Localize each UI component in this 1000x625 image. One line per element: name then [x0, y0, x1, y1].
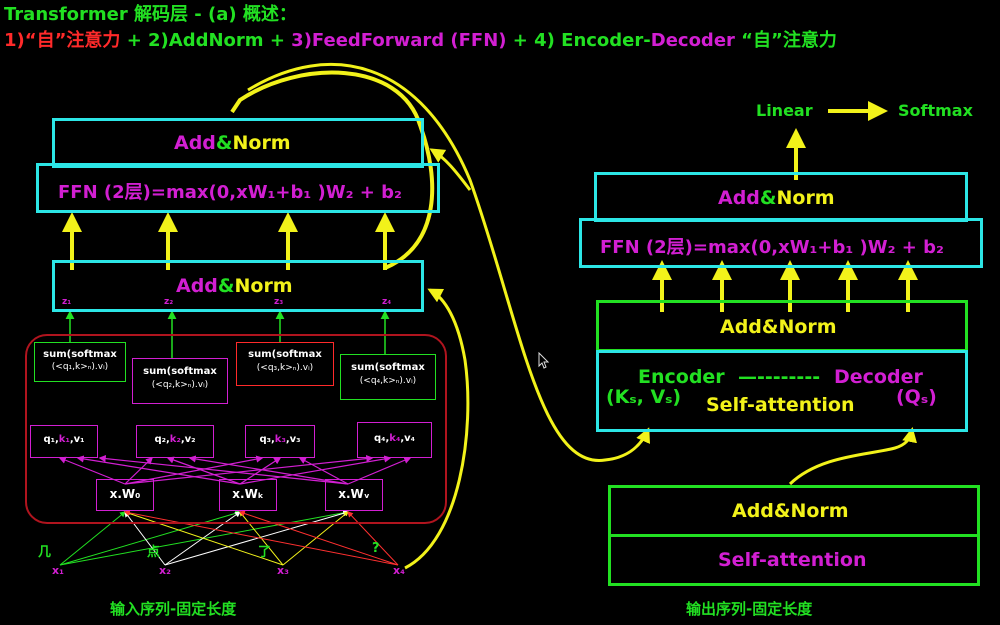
z-label: z₃ — [274, 297, 284, 307]
encoder-label: Encoder — [638, 366, 725, 388]
subtitle-part: + 4) Encoder- — [506, 30, 651, 51]
token-x: x₁ — [52, 564, 64, 577]
weight-box-k: x.Wₖ — [219, 479, 277, 511]
v-text: v₄ — [404, 433, 416, 444]
k-text: k₁ — [58, 434, 70, 445]
self-attention-container — [25, 334, 447, 524]
top-left-arrow-into-addnorm — [429, 148, 472, 191]
sum-box: sum(softmax (<q₃,k>ₙ).vᵢ) — [236, 342, 334, 386]
amp-text: & — [215, 132, 233, 154]
right-ffn-up-arrows — [652, 260, 918, 312]
v-text: v₂ — [184, 434, 196, 445]
qkv-weight-lines — [58, 455, 412, 485]
sum-line1: sum(softmax — [351, 362, 425, 373]
left-ffn-label: FFN (2层)=max(0,xW₁+b₁ )W₂ + b₂ — [58, 182, 402, 203]
norm-text: Norm — [776, 187, 835, 209]
left-mid-addnorm-label: Add&Norm — [176, 275, 293, 297]
k-text: k₃ — [274, 434, 286, 445]
k-text: k₂ — [169, 434, 181, 445]
encdec-self-attention-label: Self-attention — [706, 394, 855, 416]
k-text: k₄ — [389, 433, 401, 444]
v-text: v₁ — [73, 434, 85, 445]
right-top-addnorm-label: Add&Norm — [718, 187, 835, 209]
weight-label: x.Wₖ — [232, 487, 264, 501]
subtitle-part: + 2)AddNorm + — [120, 30, 292, 51]
right-mid-addnorm-label: Add&Norm — [720, 316, 837, 338]
token-weight-lines — [59, 509, 399, 566]
token-x: x₃ — [277, 564, 289, 577]
z-label: z₂ — [164, 297, 174, 307]
qs-label: (Qₛ) — [896, 386, 937, 408]
sum-line2: (<q₃,k>ₙ).vᵢ) — [256, 363, 314, 373]
add-text: Add — [718, 187, 760, 209]
qkv-box: q₁,k₁,v₁ — [30, 425, 98, 458]
z-label: z₁ — [62, 297, 72, 307]
mouse-cursor-icon — [538, 352, 550, 369]
z-label: z₄ — [382, 297, 392, 307]
v-text: v₃ — [289, 434, 301, 445]
sum-line2: (<q₂,k>ₙ).vᵢ) — [151, 380, 209, 390]
left-top-addnorm-box — [52, 118, 424, 168]
sum-line1: sum(softmax — [143, 366, 217, 377]
right-ffn-box — [579, 218, 983, 268]
amp-text: & — [217, 275, 235, 297]
token-x: x₂ — [159, 564, 171, 577]
encoder-output-curve — [247, 62, 650, 462]
self-attention-box — [608, 534, 980, 586]
ks-vs-label: (Kₛ, Vₛ) — [606, 386, 682, 408]
linear-label: Linear — [756, 101, 813, 120]
weight-label: x.Wᵥ — [338, 487, 370, 501]
sum-box: sum(softmax (<q₁,k>ₙ).vᵢ) — [34, 342, 126, 382]
q-text: q₁ — [43, 434, 55, 445]
weight-label: x.W₀ — [109, 487, 141, 501]
qkv-box: q₄,k₄,v₄ — [357, 422, 432, 458]
softmax-label: Softmax — [898, 101, 973, 120]
q-text: q₃ — [259, 434, 271, 445]
weight-box-v: x.Wᵥ — [325, 479, 383, 511]
sum-line2: (<q₄,k>ₙ).vᵢ) — [359, 376, 417, 386]
title-part: Transformer 解码层 - (a) 概述： — [4, 4, 297, 25]
right-ffn-label: FFN (2层)=max(0,xW₁+b₁ )W₂ + b₂ — [600, 237, 944, 258]
left-caption: 输入序列-固定长度 — [110, 600, 237, 618]
encoder-decoder-attention-box — [596, 350, 968, 432]
amp-text: & — [759, 187, 777, 209]
qkv-box: q₂,k₂,v₂ — [136, 425, 214, 458]
title-line: Transformer 解码层 - (a) 概述： — [4, 0, 297, 26]
q-text: q₂ — [154, 434, 166, 445]
sum-line1: sum(softmax — [43, 349, 117, 360]
token-char: 点 — [147, 545, 161, 560]
norm-text: Norm — [232, 132, 291, 154]
right-bottom-addnorm-label: Add&Norm — [732, 500, 849, 522]
left-mid-addnorm-box — [52, 260, 424, 312]
add-text: Add — [176, 275, 218, 297]
left-ffn-box — [36, 163, 440, 213]
decoder-query-curve — [788, 427, 917, 486]
token-x: x₄ — [393, 564, 405, 577]
left-top-addnorm-label: Add&Norm — [174, 132, 291, 154]
token-char: 几 — [38, 545, 52, 560]
subtitle-part: “自”注意力 — [734, 30, 837, 51]
sum-box: sum(softmax (<q₄,k>ₙ).vᵢ) — [340, 354, 436, 400]
weight-box-q: x.W₀ — [96, 479, 154, 511]
q-text: q₄ — [373, 433, 386, 444]
add-text: Add — [174, 132, 216, 154]
sum-line2: (<q₁,k>ₙ).vᵢ) — [51, 362, 109, 372]
subtitle-line: 1)“自”注意力 + 2)AddNorm + 3)FeedForward (FF… — [4, 26, 837, 52]
sum-box: sum(softmax (<q₂,k>ₙ).vᵢ) — [132, 358, 228, 404]
decoder-label: Decoder — [834, 366, 923, 388]
subtitle-part: Decoder — [650, 30, 735, 51]
qkv-box: q₃,k₃,v₃ — [245, 425, 315, 458]
encdec-dash: —-------- — [738, 366, 821, 388]
sum-line1: sum(softmax — [248, 349, 322, 360]
subtitle-part: 3)FeedForward (FFN) — [291, 30, 507, 51]
self-attention-label: Self-attention — [718, 549, 867, 571]
norm-text: Norm — [234, 275, 293, 297]
right-caption: 输出序列-固定长度 — [686, 600, 813, 618]
token-char: 了 — [258, 545, 272, 560]
subtitle-part: 1)“自”注意力 — [4, 30, 121, 51]
token-char: ? — [372, 541, 380, 556]
input-residual-curve — [404, 288, 470, 570]
